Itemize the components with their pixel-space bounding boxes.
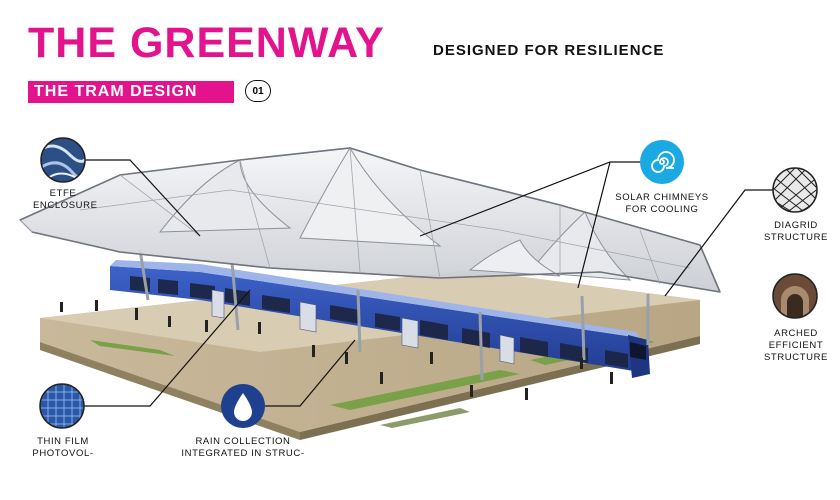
callout-rain-line2: INTEGRATED IN STRUC- [181,448,305,459]
arch-tunnel-icon [772,273,818,319]
callout-solar-line1: SOLAR CHIMNEYS [615,192,709,203]
callout-etfe: ETFE ENCLOSURE [33,188,98,212]
callout-solar: SOLAR CHIMNEYS FOR COOLING [612,192,712,216]
diagrid-dome-icon [772,167,818,213]
support-columns [138,249,650,381]
callout-rain-line1: RAIN COLLECTION [195,436,291,447]
photovoltaic-panel-icon [39,383,85,429]
callout-arched-line2: EFFICIENT [768,340,824,351]
callout-thin-film-line1: THIN FILM [37,436,89,447]
callout-rain: RAIN COLLECTION INTEGRATED IN STRUC- [178,436,308,460]
leader-lines [84,159,773,407]
section-banner: THE TRAM DESIGN [28,81,234,103]
etfe-texture-icon [40,137,86,183]
callout-thin-film: THIN FILM PHOTOVOL- [28,436,98,460]
spiral-wind-icon [640,140,684,184]
water-drop-icon [221,384,265,428]
pedestrians [60,300,613,400]
callout-diagrid: DIAGRID STRUCTURE [764,220,828,244]
page-title: THE GREENWAY [28,19,385,67]
callout-arched: ARCHED EFFICIENT STRUCTURE [764,328,828,364]
callout-arched-line1: ARCHED [774,328,818,339]
callout-diagrid-line1: DIAGRID [774,220,818,231]
callout-etfe-line1: ETFE [49,188,77,199]
page-subtitle: DESIGNED FOR RESILIENCE [433,42,665,59]
membrane-roof [18,147,721,293]
callout-diagrid-line2: STRUCTURE [764,232,828,243]
section-number: 01 [245,80,271,102]
tram [110,260,650,378]
callout-solar-line2: FOR COOLING [625,204,699,215]
callout-etfe-line2: ENCLOSURE [33,200,98,211]
callout-thin-film-line2: PHOTOVOL- [32,448,94,459]
callout-arched-line3: STRUCTURE [764,352,828,363]
